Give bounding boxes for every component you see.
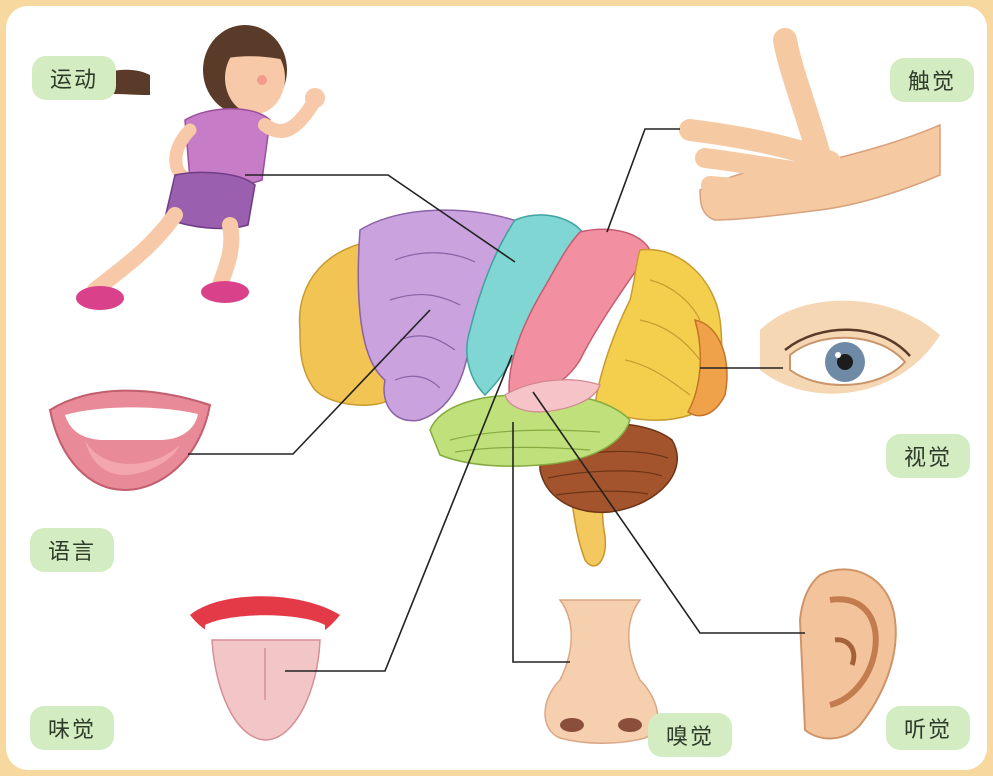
label-vision: 视觉: [886, 434, 970, 478]
nose-illustration: [545, 600, 658, 743]
tongue-illustration: [190, 596, 340, 740]
connector-touch: [607, 129, 680, 232]
label-hearing: 听觉: [886, 706, 970, 750]
illustration: [6, 6, 987, 770]
diagram-panel: 运动 触觉 视觉 语言 味觉 嗅觉 听觉: [6, 6, 987, 770]
label-language: 语言: [30, 528, 114, 572]
label-movement: 运动: [32, 56, 116, 100]
ear-illustration: [800, 569, 896, 738]
label-smell: 嗅觉: [648, 713, 732, 757]
mouth-illustration: [50, 391, 210, 490]
label-taste: 味觉: [30, 706, 114, 750]
eye-illustration: [760, 301, 940, 394]
label-touch: 触觉: [890, 58, 974, 102]
